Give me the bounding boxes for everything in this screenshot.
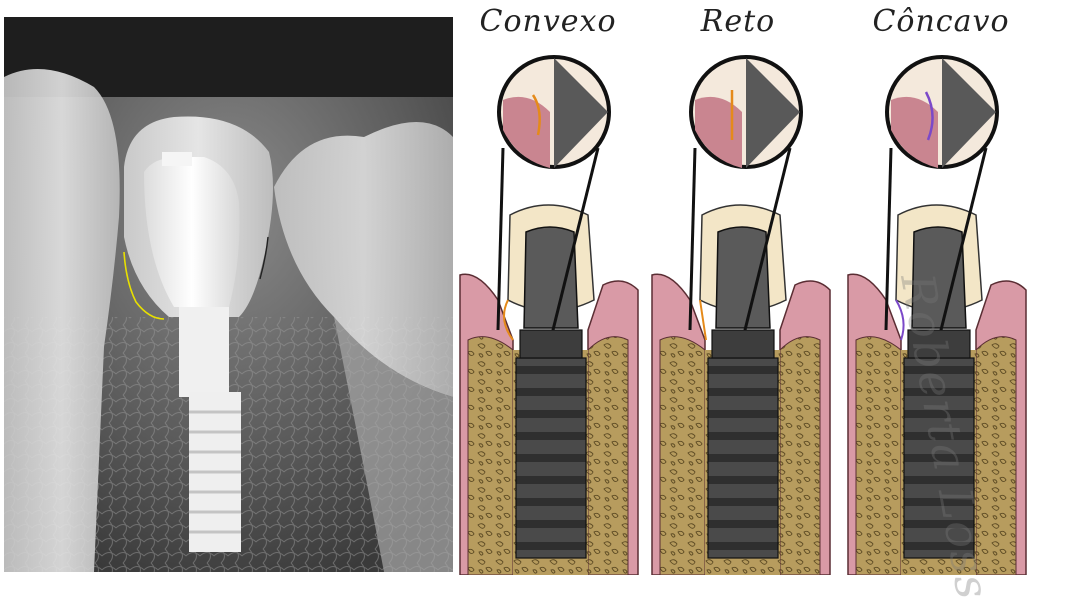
panel-convexo (460, 57, 638, 575)
dental-xray-image (4, 17, 453, 572)
panel-reto (652, 57, 830, 575)
emergence-profile-illustration: Convexo Reto Côncavo (458, 0, 1071, 575)
xray-svg (4, 17, 453, 572)
